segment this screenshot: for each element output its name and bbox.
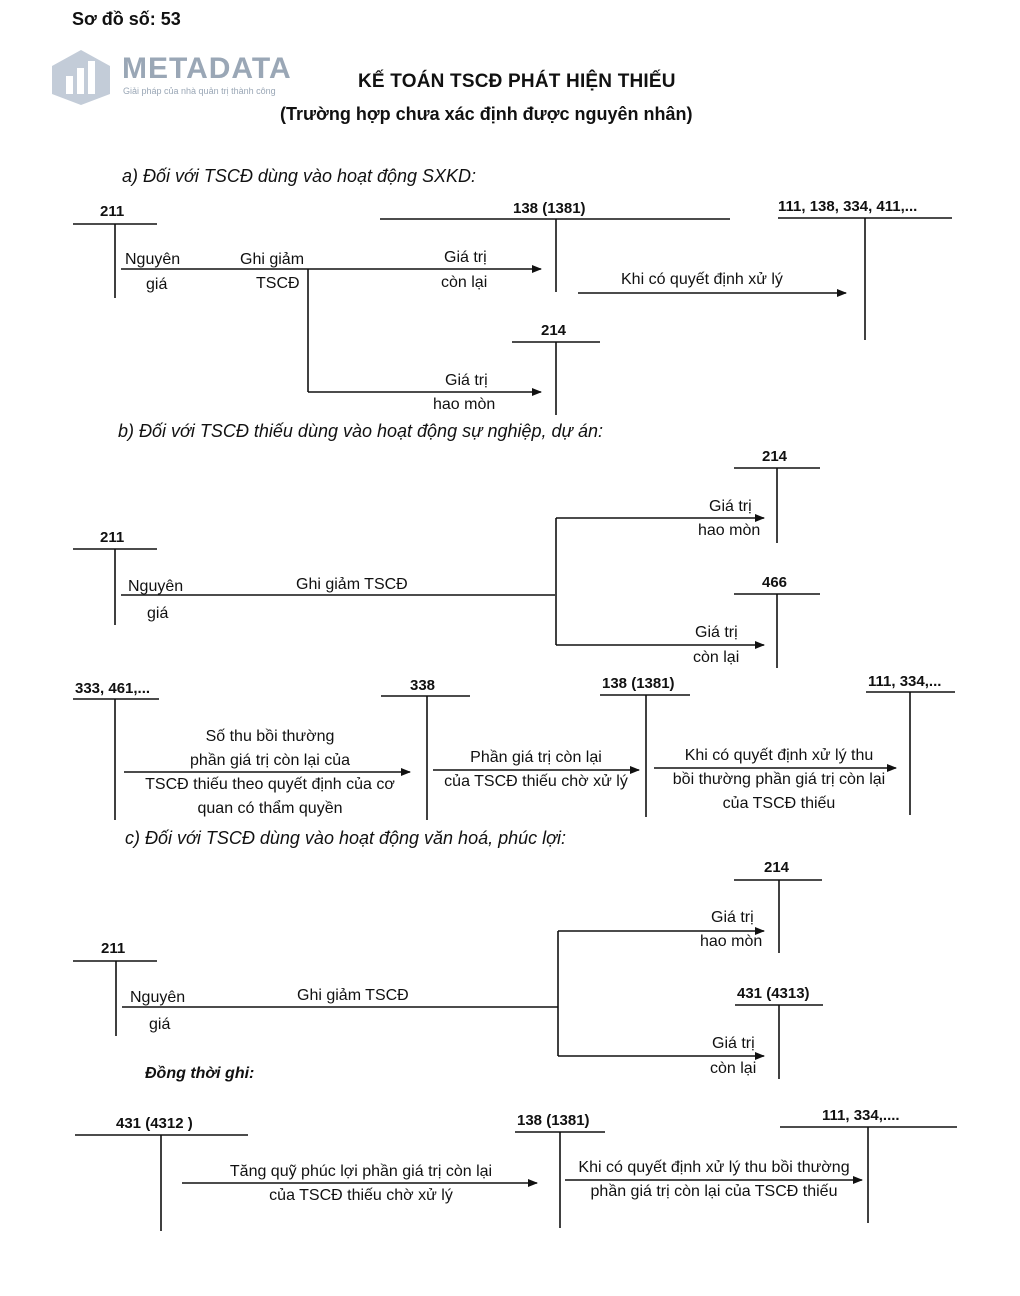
arrow-label-khi-c: Khi có quyết định xử lý thu bồi thường p… xyxy=(560,1156,868,1204)
arrow-label: phần giá trị còn lại của TSCĐ thiếu xyxy=(590,1183,838,1200)
arrow-label: Tăng quỹ phúc lợi phần giá trị còn lại xyxy=(229,1163,493,1180)
diagram-number: Sơ đồ số: 53 xyxy=(72,9,181,29)
account-label: 138 (1381) xyxy=(513,200,586,217)
arrow-label: giá xyxy=(147,605,169,622)
t-account-b-333 xyxy=(73,698,159,820)
account-label: 338 xyxy=(410,677,436,694)
t-account-c-1381 xyxy=(515,1131,605,1228)
t-account-c-4313 xyxy=(735,1004,823,1079)
account-label: 211 xyxy=(100,529,125,546)
section-c-heading: c) Đối với TSCĐ dùng vào hoạt động văn h… xyxy=(125,828,566,848)
arrow-label: Khi có quyết định xử lý thu xyxy=(684,747,874,764)
arrow-label: Giá trị xyxy=(444,249,487,266)
watermark-logo: METADATA Giải pháp của nhà quản trị thàn… xyxy=(50,48,320,108)
arrow-label: hao mòn xyxy=(700,933,763,950)
account-label: 111, 334,.... xyxy=(822,1107,900,1124)
arrow-label: Khi có quyết định xử lý xyxy=(621,271,783,288)
arrow-label: của TSCĐ thiếu xyxy=(722,795,836,812)
arrow-label: Nguyên xyxy=(128,578,184,595)
t-account-c-214 xyxy=(734,879,822,953)
arrow-label: Nguyên xyxy=(130,989,186,1006)
arrow-label: Phần giá trị còn lại xyxy=(470,749,602,766)
t-account-a-111 xyxy=(778,217,952,340)
t-account-a-211 xyxy=(73,223,157,298)
section-b-heading: b) Đối với TSCĐ thiếu dùng vào hoạt động… xyxy=(118,421,603,441)
t-account-b-111 xyxy=(866,691,955,815)
arrow-label-sothu: Số thu bồi thường phần giá trị còn lại c… xyxy=(122,725,418,821)
arrow-label: Ghi giảm TSCĐ xyxy=(296,576,408,593)
account-label: 138 (1381) xyxy=(517,1112,590,1129)
account-label: 431 (4313) xyxy=(737,985,810,1002)
section-a-heading: a) Đối với TSCĐ dùng vào hoạt động SXKD: xyxy=(122,166,477,186)
t-account-a-1381 xyxy=(380,218,730,292)
t-account-b-214 xyxy=(734,467,820,543)
arrow-label: Khi có quyết định xử lý thu bồi thường xyxy=(578,1159,850,1176)
arrow-label-phan: Phần giá trị còn lại của TSCĐ thiếu chờ … xyxy=(431,746,641,794)
account-label: 466 xyxy=(762,574,788,591)
arrow-label: hao mòn xyxy=(698,522,761,539)
arrow-label: TSCĐ thiếu theo quyết định của cơ xyxy=(145,776,395,793)
arrow-label: quan có thẩm quyền xyxy=(197,800,343,817)
arrow-label: TSCĐ xyxy=(256,275,300,292)
arrow-label: Giá trị xyxy=(445,372,488,389)
t-account-c-111 xyxy=(780,1126,957,1223)
arrow-label: còn lại xyxy=(693,649,740,666)
arrow-label: Giá trị xyxy=(711,909,754,926)
arrow-label: giá xyxy=(146,276,168,293)
arrow-label: bồi thường phần giá trị còn lại xyxy=(672,771,886,788)
arrow-label: hao mòn xyxy=(433,396,496,413)
watermark-brand: METADATA xyxy=(122,52,292,85)
account-label: 214 xyxy=(764,859,790,876)
account-label: 214 xyxy=(541,322,567,339)
arrow-label-khi: Khi có quyết định xử lý thu bồi thường p… xyxy=(656,744,902,816)
account-label: 214 xyxy=(762,448,788,465)
arrow-label: Số thu bồi thường xyxy=(205,728,335,745)
arrow-label: Nguyên xyxy=(125,251,181,268)
arrow-label: giá xyxy=(149,1016,171,1033)
arrow-label: Ghi giảm TSCĐ xyxy=(297,987,409,1004)
building-chart-icon xyxy=(52,50,110,105)
account-label: 138 (1381) xyxy=(602,675,675,692)
t-account-b-338 xyxy=(381,695,470,820)
t-account-c-4312 xyxy=(75,1134,248,1231)
arrow-label: Giá trị xyxy=(712,1035,755,1052)
t-account-b-466 xyxy=(734,593,820,668)
account-label: 211 xyxy=(100,203,125,220)
t-account-b-211 xyxy=(73,548,157,625)
account-label: 431 (4312 ) xyxy=(116,1115,193,1132)
dong-thoi-ghi-label: Đồng thời ghi: xyxy=(145,1065,255,1082)
arrow-label: phần giá trị còn lại của xyxy=(189,752,351,769)
account-label: 111, 334,... xyxy=(868,673,942,690)
t-account-c-211 xyxy=(73,960,157,1036)
account-label: 333, 461,... xyxy=(75,680,151,697)
arrow-label: Giá trị xyxy=(695,624,738,641)
arrow-label: còn lại xyxy=(441,274,488,291)
t-account-a-214 xyxy=(512,341,600,415)
account-label: 111, 138, 334, 411,... xyxy=(778,198,918,215)
arrow-label: của TSCĐ thiếu chờ xử lý xyxy=(269,1187,453,1204)
arrow-label: của TSCĐ thiếu chờ xử lý xyxy=(444,773,628,790)
page-title: KẾ TOÁN TSCĐ PHÁT HIỆN THIẾU xyxy=(358,71,676,92)
arrow-label: còn lại xyxy=(710,1060,757,1077)
t-account-b-1381 xyxy=(600,694,690,817)
page-subtitle: (Trường hợp chưa xác định được nguyên nh… xyxy=(280,104,693,124)
watermark-tagline: Giải pháp của nhà quản trị thành công xyxy=(123,86,276,96)
account-label: 211 xyxy=(101,940,126,957)
arrow-label: Ghi giảm xyxy=(240,251,305,268)
arrow-label-tang: Tăng quỹ phúc lợi phần giá trị còn lại c… xyxy=(186,1160,536,1208)
arrow-label: Giá trị xyxy=(709,498,752,515)
